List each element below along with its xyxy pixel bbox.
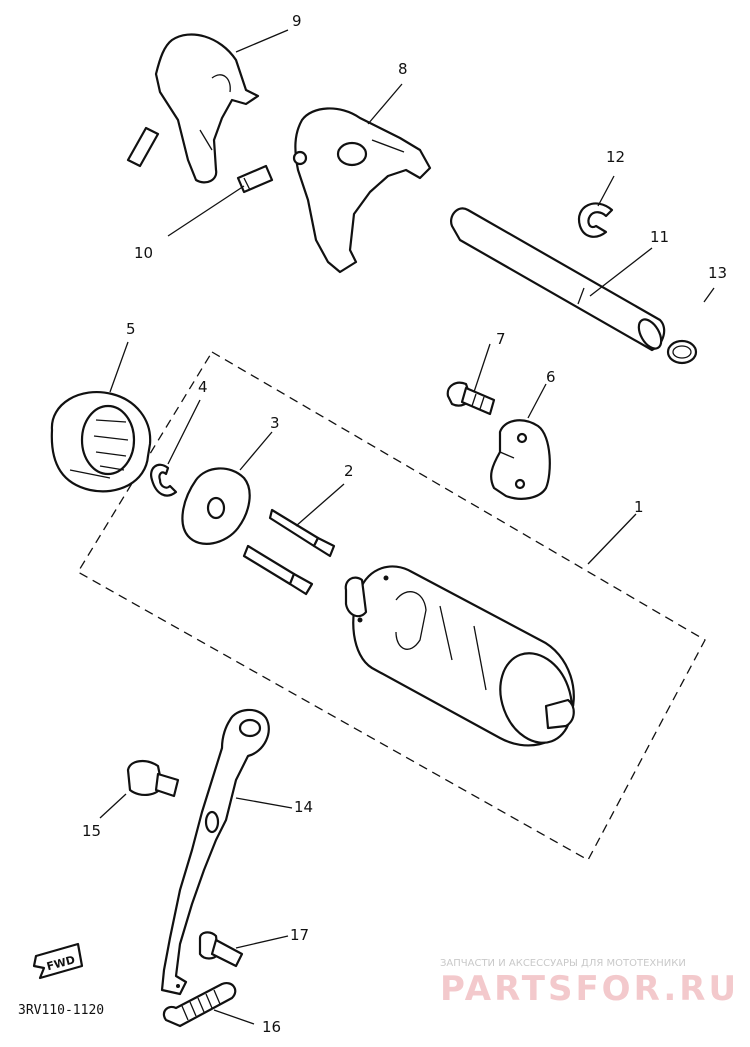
part-2-pin-lower [242, 544, 314, 596]
callout-12: 12 [606, 148, 625, 166]
part-16-spring [162, 982, 237, 1028]
leader-lines [99, 29, 715, 1025]
watermark-tagline: ЗАПЧАСТИ И АКСЕССУАРЫ ДЛЯ МОТОТЕХНИКИ [440, 958, 686, 969]
part-4-snap-ring [150, 463, 178, 497]
part-2-pin-upper [268, 508, 336, 558]
callout-16: 16 [262, 1018, 281, 1036]
callout-2: 2 [344, 462, 354, 480]
callout-10: 10 [134, 244, 153, 262]
assembly-group-boundary [77, 351, 706, 861]
part-pin-small-a [126, 126, 160, 168]
part-7-bolt [446, 381, 496, 416]
forward-direction-marker: FWD [32, 942, 84, 980]
part-8-shift-fork [292, 107, 432, 274]
part-14-shift-pedal [160, 708, 270, 996]
callout-15: 15 [82, 822, 101, 840]
part-13-o-ring [666, 339, 698, 365]
callout-1: 1 [634, 498, 644, 516]
callout-7: 7 [496, 330, 506, 348]
callout-8: 8 [398, 60, 408, 78]
watermark-brand: PARTSFOR.RU [440, 969, 739, 1009]
callout-5: 5 [126, 320, 136, 338]
part-10-guide-pin [236, 164, 274, 194]
diagram-code: 3RV110-1120 [18, 1003, 104, 1018]
callout-11: 11 [650, 228, 669, 246]
part-11-shift-shaft [450, 207, 666, 352]
callout-4: 4 [198, 378, 208, 396]
callout-13: 13 [708, 264, 727, 282]
part-12-circlip [577, 202, 614, 238]
callout-9: 9 [292, 12, 302, 30]
callout-14: 14 [294, 798, 313, 816]
part-6-stopper-plate [490, 419, 551, 500]
part-1-shift-drum [344, 565, 575, 747]
part-5-bearing [50, 391, 152, 493]
callout-6: 6 [546, 368, 556, 386]
part-17-pivot-bolt [198, 931, 244, 968]
callout-17: 17 [290, 926, 309, 944]
callout-3: 3 [270, 414, 280, 432]
part-9-shift-fork [154, 33, 260, 184]
part-15-bolt [126, 760, 180, 798]
part-3-washer [181, 467, 251, 545]
